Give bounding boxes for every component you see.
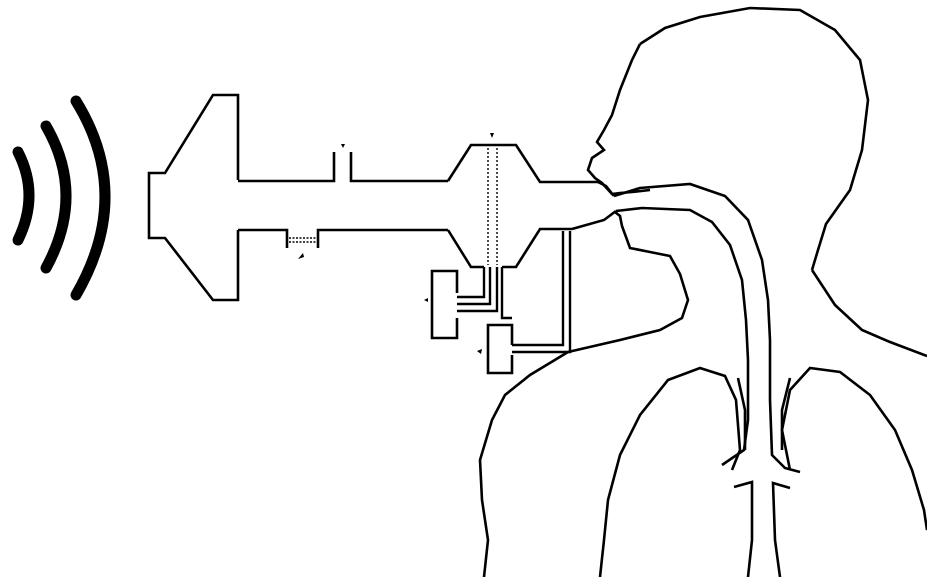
sensor-box-right [477,231,572,375]
lower-lip-chin [567,210,690,354]
lung-right [780,366,927,531]
sound-waves-icon [12,95,111,301]
sound-wave-small [12,146,35,246]
tube-upper-wall-right [349,152,448,183]
lungs [598,366,927,577]
sound-wave-large [70,95,111,301]
mouthpiece [571,180,617,231]
head-face-outline [639,6,870,271]
neck-back [810,269,927,358]
sensor-port-top [341,144,345,148]
breathing-tube [238,152,448,248]
airway-trachea [613,182,801,577]
sensor-box-left [424,267,499,340]
airway-lower [615,206,750,467]
lung-right-inner [780,377,792,450]
sensor-box-right-outline [486,323,514,375]
bronchi-left [733,480,754,577]
chamber-upper [446,143,598,184]
sound-wave-medium [40,120,72,274]
sensor-right-lead-2 [512,231,565,347]
bronchi-right [771,481,791,577]
sensor-left-lead-3 [457,267,499,313]
chamber-top-arrow [490,133,494,138]
airway-upper [613,182,801,474]
chamber-lower-right [502,227,572,269]
tube-lower-wall-right [316,228,448,248]
port-top-arrow [341,144,345,148]
tube-lower-wall-left [238,228,289,248]
filter-screen [289,237,316,259]
torso-left [478,350,569,577]
sensor-right-arrow [477,349,482,354]
sensor-left-lead-2 [457,267,492,306]
tube-upper-wall-left [238,152,336,183]
mixing-chamber [446,133,598,269]
sensor-right-lead-3 [512,231,572,354]
filter-arrow [298,253,304,259]
human-head-torso [478,6,927,577]
sensor-box-left-outline [430,269,459,340]
sensor-left-arrow [424,298,428,302]
chamber-lower-left [446,229,484,269]
sensor-left-lead-1 [457,267,486,299]
mouthpiece-lower [571,209,617,231]
spirometer-horn [147,93,240,302]
lung-left [598,366,742,577]
horn-upper-outline [147,93,240,302]
sensor-right-lead-1 [500,267,512,320]
lung-left-inner [736,377,747,450]
face-profile [586,43,651,196]
